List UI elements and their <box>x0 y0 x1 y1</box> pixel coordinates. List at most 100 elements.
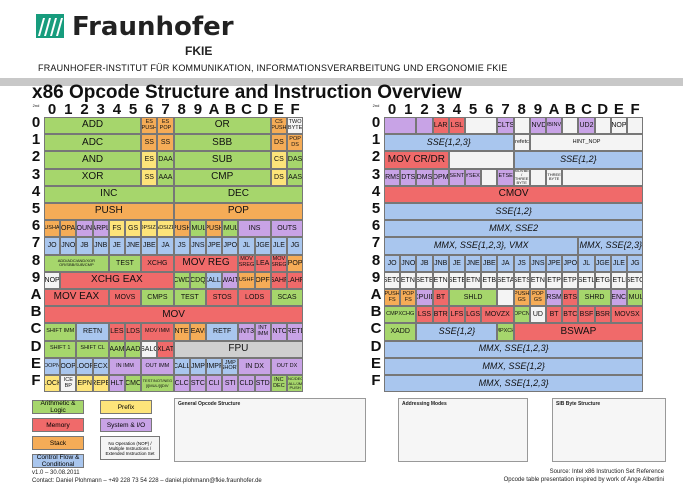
right-opcode-cell: LFS <box>448 306 465 324</box>
left-opcode-cell: LOCK <box>44 375 61 393</box>
left-opcode-cell: JMPF <box>206 357 223 375</box>
left-opcode-cell: OUT DX <box>270 357 304 375</box>
right-opcode-cell: LAR <box>432 117 449 135</box>
right-opcode-cell: CMPXCHG <box>497 323 514 341</box>
left-column-header: 2 <box>80 101 89 118</box>
left-row-header: 7 <box>31 234 41 252</box>
left-opcode-cell: AAA <box>157 168 174 186</box>
right-opcode-cell: SYSEXIT <box>465 168 482 186</box>
left-opcode-cell: TEST/NOT/NEG [i]MUL/[i]DIV <box>141 375 174 393</box>
right-column-header: 8 <box>517 101 526 118</box>
right-opcode-cell: CPUID <box>416 289 433 307</box>
left-opcode-cell: LES <box>108 323 125 341</box>
right-opcode-cell: CMPXCHG <box>384 306 417 324</box>
left-opcode-cell: JMP <box>189 357 206 375</box>
right-column-header: 3 <box>436 101 445 118</box>
institute-name: FRAUNHOFER-INSTITUT FÜR KOMMUNIKATION, I… <box>38 63 508 73</box>
right-column-header: 7 <box>501 101 510 118</box>
left-opcode-cell: CLI <box>206 375 223 393</box>
left-opcode-cell: JLE <box>270 237 287 255</box>
right-opcode-cell: WRMSR <box>384 168 401 186</box>
right-row-header: 0 <box>371 114 381 131</box>
left-opcode-cell: POPAD <box>60 220 77 238</box>
left-opcode-cell: FS <box>108 220 125 238</box>
left-column-header: F <box>290 101 300 118</box>
left-opcode-cell: RETN <box>76 323 109 341</box>
left-opcode-cell: AND <box>44 151 142 169</box>
legend-item: System & I/O <box>100 418 152 432</box>
left-opcode-cell: SS <box>141 168 158 186</box>
right-opcode-cell: POPCNT <box>513 306 530 324</box>
right-opcode-cell: RSM <box>546 289 563 307</box>
left-opcode-cell: JS <box>173 237 190 255</box>
left-opcode-cell: XLAT <box>157 340 174 358</box>
right-opcode-cell: MMX, SSE{1,2,3} <box>384 375 644 393</box>
right-opcode-cell <box>448 151 514 169</box>
left-opcode-cell: CLC <box>173 375 190 393</box>
left-opcode-cell: DEC <box>173 185 304 203</box>
right-opcode-cell: JG <box>627 254 644 272</box>
left-row-header: C <box>30 320 42 338</box>
left-opcode-cell: INC DEC <box>270 375 287 393</box>
left-opcode-cell: ADSIZE <box>157 220 174 238</box>
right-opcode-cell: JBE <box>481 254 498 272</box>
corner-label: 2nd <box>32 103 40 108</box>
left-opcode-cell: STD <box>254 375 271 393</box>
page-title: x86 Opcode Structure and Instruction Ove… <box>32 82 462 103</box>
right-opcode-cell: JE <box>448 254 465 272</box>
right-opcode-cell: SETS <box>513 271 530 289</box>
right-column-header: 2 <box>420 101 429 118</box>
right-opcode-cell: JPE <box>546 254 563 272</box>
left-opcode-cell: SHIFT 1 <box>44 340 77 358</box>
right-opcode-cell: SETO <box>384 271 401 289</box>
right-opcode-cell: RDPMC <box>432 168 449 186</box>
right-opcode-cell: SETPE <box>546 271 563 289</box>
left-row-header: 9 <box>31 268 41 286</box>
right-opcode-cell: SETNE <box>465 271 482 289</box>
right-opcode-cell <box>384 117 417 135</box>
right-opcode-cell: WBINVD <box>546 117 563 135</box>
left-opcode-cell: LDS <box>125 323 142 341</box>
right-column-header: 0 <box>387 101 397 118</box>
left-opcode-cell: XCHG <box>141 254 174 272</box>
right-column-header: B <box>564 101 576 118</box>
left-opcode-cell: INS <box>238 220 271 238</box>
left-opcode-cell: POPFD <box>254 271 271 289</box>
left-row-header: 1 <box>31 131 41 149</box>
right-opcode-cell: MMX, SSE{2,3} <box>578 237 644 255</box>
right-column-header: E <box>613 101 624 118</box>
legend-item: Arithmetic & Logic <box>32 400 84 414</box>
left-opcode-cell: ES <box>141 151 158 169</box>
right-opcode-cell: UD2 <box>578 117 595 135</box>
left-opcode-cell: ES POP <box>157 117 174 135</box>
left-opcode-cell: JECXZ <box>92 357 109 375</box>
left-row-header: 3 <box>31 165 41 183</box>
left-opcode-cell: POP <box>173 203 304 221</box>
right-opcode-cell: SETBE <box>481 271 498 289</box>
right-opcode-cell: Prefetch <box>513 134 530 152</box>
left-opcode-cell: PUSH <box>206 220 223 238</box>
left-opcode-cell: JPO <box>222 237 239 255</box>
left-opcode-cell: JNO <box>60 237 77 255</box>
right-opcode-cell: SETGE <box>594 271 611 289</box>
left-opcode-cell: INTO <box>270 323 287 341</box>
left-opcode-cell: OUTS <box>270 220 304 238</box>
left-opcode-cell: WAIT <box>222 271 239 289</box>
right-opcode-cell <box>497 289 514 307</box>
left-opcode-cell: INC/DEC CALL/JMP PUSH <box>287 375 304 393</box>
general-panel-title: General Opcode Structure <box>178 401 241 407</box>
right-opcode-cell <box>594 117 611 135</box>
general-opcode-structure-panel: General Opcode Structure <box>174 398 366 462</box>
right-opcode-cell: CLTS <box>497 117 514 135</box>
right-opcode-cell: BSR <box>594 306 611 324</box>
right-row-header: B <box>370 303 382 321</box>
right-opcode-cell: XADD <box>384 323 417 341</box>
left-row-header: A <box>30 286 42 303</box>
left-row-header: D <box>30 337 42 355</box>
left-opcode-cell: PUSHAD <box>44 220 61 238</box>
right-opcode-cell: JNO <box>400 254 417 272</box>
left-opcode-cell: LOOPNZ <box>44 357 61 375</box>
sib-panel-title: SIB Byte Structure <box>556 401 601 407</box>
left-opcode-cell: IN DX <box>238 357 271 375</box>
left-column-header: 9 <box>193 101 203 118</box>
